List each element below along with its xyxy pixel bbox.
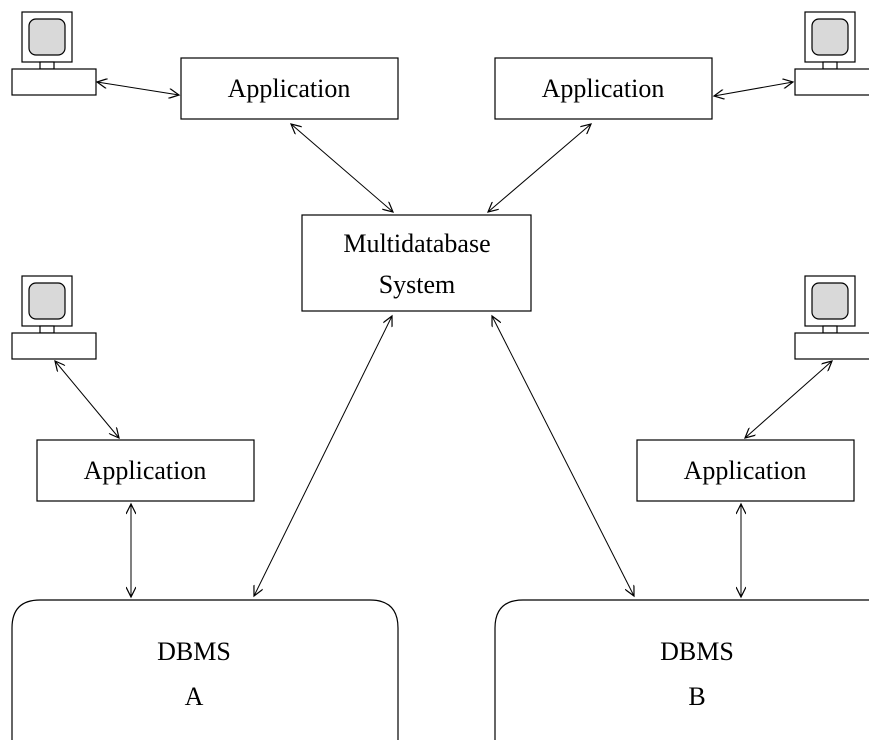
application-node-top-right: Application (494, 57, 713, 120)
computer-terminal-icon (794, 11, 869, 96)
dbms-a-label-line1: DBMS (157, 637, 231, 666)
computer-terminal-icon (11, 275, 97, 360)
multidatabase-label-line1: Multidatabase (343, 229, 490, 258)
dbms-a-label-line2: A (185, 682, 204, 711)
dbms-b-node: DBMS B (494, 599, 869, 740)
dbms-b-label-line2: B (688, 682, 705, 711)
application-to-multidatabase-arrow (488, 124, 591, 212)
terminal-to-application-arrow (714, 82, 793, 96)
dbms-a-node: DBMS A (11, 599, 399, 740)
computer-terminal-icon (794, 275, 869, 360)
computer-terminal-icon (11, 11, 97, 96)
application-node-mid-right: Application (636, 439, 855, 502)
multidatabase-label-line2: System (379, 270, 456, 299)
application-label: Application (684, 456, 807, 485)
terminal-to-application-arrow (55, 361, 119, 438)
application-node-top-left: Application (180, 57, 399, 120)
multidatabase-to-dbms-a-arrow (254, 316, 392, 596)
application-to-multidatabase-arrow (291, 124, 393, 212)
terminal-to-application-arrow (745, 361, 832, 438)
application-node-mid-left: Application (36, 439, 255, 502)
multidatabase-system-node: Multidatabase System (301, 214, 532, 312)
terminal-to-application-arrow (97, 82, 179, 95)
application-label: Application (542, 74, 665, 103)
dbms-b-label-line1: DBMS (660, 637, 734, 666)
application-label: Application (84, 456, 207, 485)
application-label: Application (228, 74, 351, 103)
multidatabase-to-dbms-b-arrow (492, 316, 634, 596)
